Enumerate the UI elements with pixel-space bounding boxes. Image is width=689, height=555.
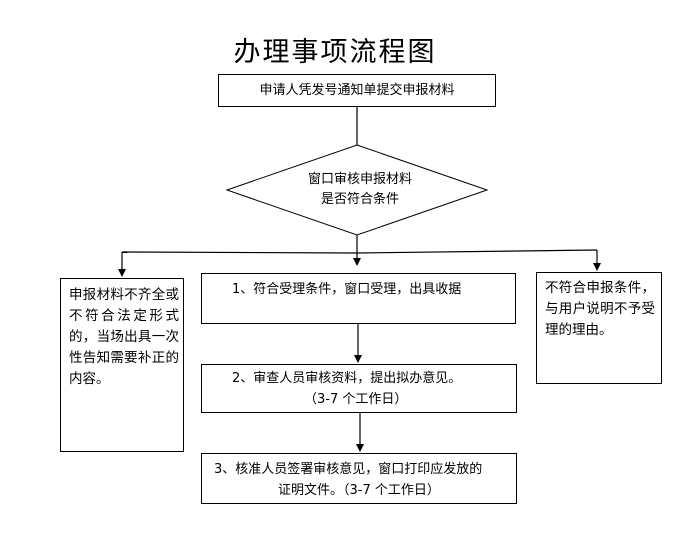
step2-line-1: 2、审查人员审核资料，提出拟办意见。 [232,371,462,386]
start-box: 申请人凭发号通知单提交申报材料 [218,74,496,107]
decision-line-2: 是否符合条件 [320,192,399,207]
rejection-notice-box: 申报材料不齐全或不符合法定形式的，当场出具一次性告知需要补正的内容。 [60,278,184,452]
step3-line-2: 证明文件。（3-7 个工作日） [278,483,440,498]
start-box-label: 申请人凭发号通知单提交申报材料 [259,82,455,98]
decision-line-1: 窗口审核申报材料 [307,172,412,187]
not-accepted-text: 不符合申报条件，与用户说明不予受理的理由。 [545,280,655,338]
step3-line-1: 3、核准人员签署审核意见，窗口打印应发放的 [214,462,483,477]
step2-line-2: （3-7 个工作日） [304,392,408,407]
branch-left-segment [121,251,358,254]
step1-text: 1、符合受理条件，窗口受理，出具收据 [232,282,462,297]
step1-box: 1、符合受理条件，窗口受理，出具收据 [201,273,516,324]
decision-label: 窗口审核申报材料 是否符合条件 [260,170,460,210]
step2-box: 2、审查人员审核资料，提出拟办意见。 （3-7 个工作日） [201,364,517,413]
page-title: 办理事项流程图 [233,37,437,68]
not-accepted-box: 不符合申报条件，与用户说明不予受理的理由。 [536,272,662,384]
step3-box: 3、核准人员签署审核意见，窗口打印应发放的 证明文件。（3-7 个工作日） [201,453,517,504]
branch-right-segment [356,249,598,254]
rejection-notice-text: 申报材料不齐全或不符合法定形式的，当场出具一次性告知需要补正的内容。 [69,287,179,387]
